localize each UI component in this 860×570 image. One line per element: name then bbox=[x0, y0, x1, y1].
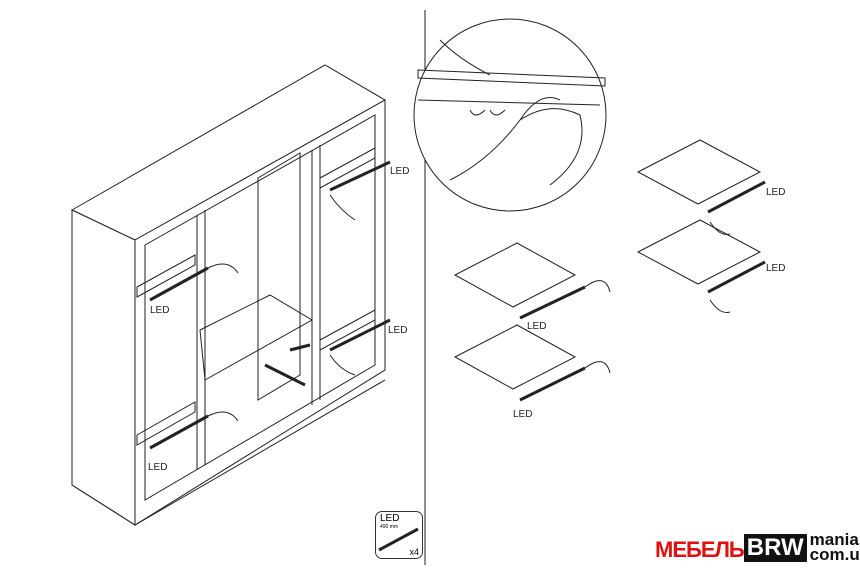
logo-text-domain: mania.com.ua bbox=[809, 530, 860, 564]
led-label: LED bbox=[766, 187, 786, 198]
led-label: LED bbox=[527, 321, 547, 332]
led-label: LED bbox=[388, 325, 408, 336]
logo-text-mebel: МЕБЕЛЬ bbox=[655, 537, 745, 562]
led-strip-icon bbox=[378, 527, 419, 552]
led-label: LED bbox=[766, 263, 786, 274]
led-label: LED bbox=[390, 166, 410, 177]
detail-circle-hand bbox=[413, 18, 607, 212]
led-label: LED bbox=[150, 305, 170, 316]
parts-box-size: 490 mm bbox=[380, 524, 399, 530]
logo-text-brw: BRW bbox=[743, 534, 807, 562]
parts-box-label: LED bbox=[380, 513, 400, 524]
parts-box-quantity: x4 bbox=[409, 547, 419, 557]
shelves-drawing bbox=[453, 139, 766, 402]
parts-box-led: LED 490 mm x4 bbox=[375, 511, 423, 559]
logo-text-comua: com.ua bbox=[809, 545, 860, 564]
brand-logo: МЕБЕЛЬ BRW mania.com.ua bbox=[655, 522, 860, 564]
led-label: LED bbox=[148, 462, 168, 473]
logo-text-mania: mania. bbox=[809, 530, 860, 549]
wardrobe-drawing bbox=[70, 64, 391, 526]
led-label: LED bbox=[513, 409, 533, 420]
